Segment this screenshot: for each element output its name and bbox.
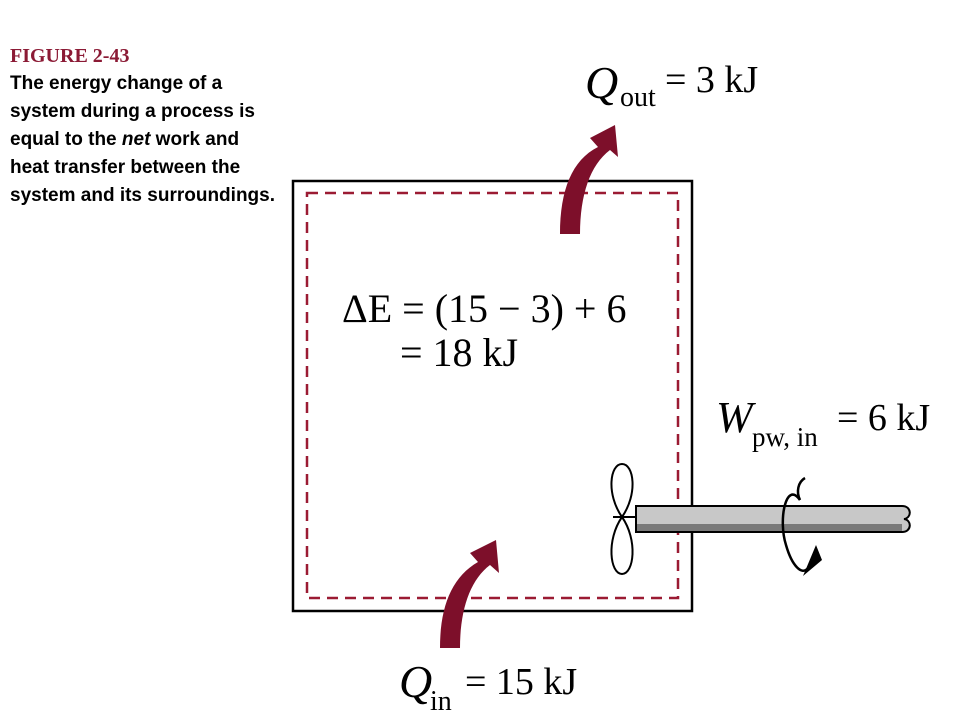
caption-text: The energy change of a system during a p… xyxy=(10,70,275,210)
paddle-wheel xyxy=(610,462,636,576)
energy-change-line-2: = 18 kJ xyxy=(400,330,518,375)
w-symbol: W xyxy=(716,393,756,442)
q-in-value: = 15 kJ xyxy=(465,661,577,703)
q-out-subscript: out xyxy=(620,82,656,113)
paddle-blade-lower xyxy=(610,515,634,576)
figure-number: FIGURE 2-43 xyxy=(10,45,130,67)
heat-in-arrow xyxy=(440,540,499,648)
energy-change-line-1: ΔE = (15 − 3) + 6 xyxy=(342,286,626,331)
heat-out-arrow xyxy=(560,125,618,234)
q-in-subscript: in xyxy=(430,686,452,717)
system-container xyxy=(291,179,694,613)
w-subscript: pw, in xyxy=(752,422,818,452)
shaft xyxy=(635,505,911,533)
w-value: = 6 kJ xyxy=(837,397,930,439)
q-out-value: = 3 kJ xyxy=(665,59,758,101)
caption-emphasis: net xyxy=(121,129,151,150)
caption-text-start: The energy change of a system during a p… xyxy=(10,73,255,150)
rotation-arrow xyxy=(781,476,822,576)
q-out-symbol: Q xyxy=(585,57,618,108)
caption-text-end: work and heat transfer between the syste… xyxy=(10,129,275,206)
figure-caption: FIGURE 2-43 The energy change of a syste… xyxy=(10,44,275,210)
q-in-symbol: Q xyxy=(399,656,432,707)
system-boundary xyxy=(305,191,680,600)
paddle-blade-upper xyxy=(610,462,634,519)
